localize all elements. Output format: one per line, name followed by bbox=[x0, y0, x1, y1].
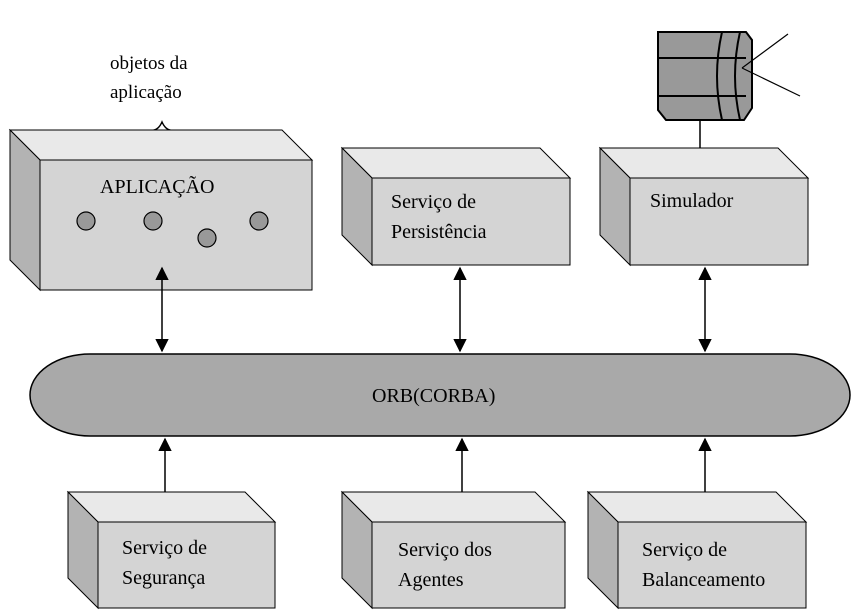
app-objects-caption-line2: aplicação bbox=[110, 82, 182, 103]
seguranca-label-line2: Segurança bbox=[122, 567, 205, 589]
balanceamento-box: Serviço de Balanceamento bbox=[586, 490, 808, 610]
application-object bbox=[143, 211, 163, 231]
cylinder-antenna-icon bbox=[657, 31, 801, 150]
aplicacao-label: APLICAÇÃO bbox=[100, 174, 214, 198]
app-objects-caption-line1: objetos da bbox=[110, 53, 188, 74]
persistencia-label-line2: Persistência bbox=[391, 221, 487, 243]
persistencia-label-line1: Serviço de bbox=[391, 191, 476, 213]
persistencia-box: Serviço de Persistência bbox=[340, 146, 572, 267]
agentes-label-line1: Serviço dos bbox=[398, 539, 492, 561]
simulador-label: Simulador bbox=[650, 190, 734, 212]
agentes-box: Serviço dos Agentes bbox=[340, 490, 567, 610]
application-object bbox=[76, 211, 96, 231]
application-object bbox=[197, 228, 217, 248]
orb-label: ORB(CORBA) bbox=[372, 385, 495, 407]
seguranca-box: Serviço de Segurança bbox=[66, 490, 277, 610]
agentes-label-line2: Agentes bbox=[398, 569, 464, 591]
balanceamento-label-line2: Balanceamento bbox=[642, 569, 765, 591]
balanceamento-label-line1: Serviço de bbox=[642, 539, 727, 561]
simulador-box: Simulador bbox=[598, 146, 810, 267]
orb-bus: ORB(CORBA) bbox=[29, 353, 851, 437]
aplicacao-box: APLICAÇÃO bbox=[8, 128, 314, 292]
application-object bbox=[249, 211, 269, 231]
seguranca-label-line1: Serviço de bbox=[122, 537, 207, 559]
